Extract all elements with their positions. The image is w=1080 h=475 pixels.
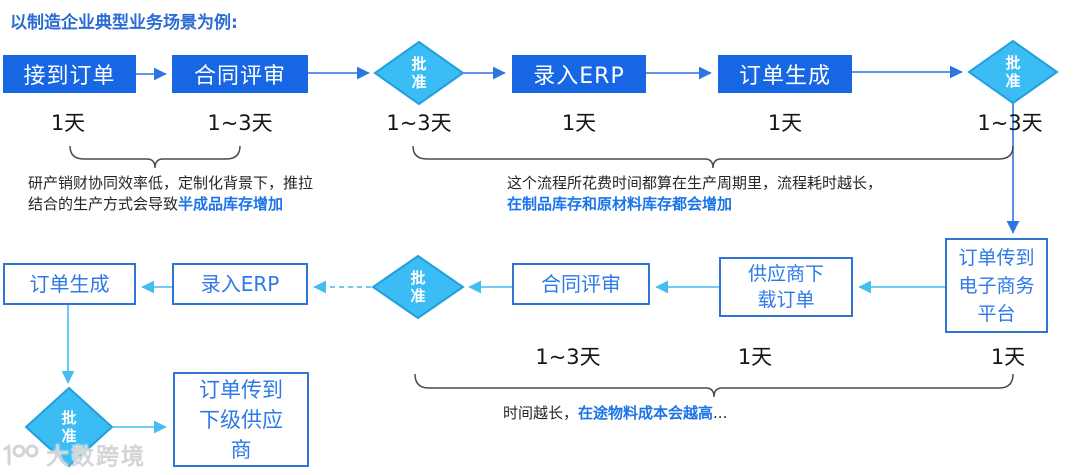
note-right-line1: 这个流程所花费时间都算在生产周期里，流程耗时越长， [507,174,883,192]
brace-row1-left [69,145,241,169]
time-approve1: 1~3天 [386,111,452,135]
time-enter-erp: 1天 [561,111,597,135]
note-left-line1: 研产销财协同效率低，定制化背景下，推拉 [28,174,314,192]
box-enter-erp-2: 录入ERP [172,263,308,305]
box-contract-review-2: 合同评审 [512,263,650,305]
brand-logo-icon [3,444,39,466]
box-order-to-platform: 订单传到电子商务平台 [945,238,1048,333]
time-approve2: 1~3天 [977,111,1043,135]
note-left: 研产销财协同效率低，定制化背景下，推拉 结合的生产方式会导致半成品库存增加 [28,173,368,215]
approve-diamond-3-label: 批准 [410,269,426,305]
time-contract-review-2: 1~3天 [535,345,601,369]
approve-diamond-4 [24,386,114,468]
box-order-to-sub-supplier: 订单传到下级供应商 [173,372,309,467]
box-receive-order: 接到订单 [3,55,136,93]
time-order-created: 1天 [767,111,803,135]
brace-row1-right [412,145,1014,169]
approve-diamond-3 [371,254,465,320]
box-enter-erp: 录入ERP [512,55,646,93]
box-contract-review: 合同评审 [172,55,308,93]
page-title: 以制造企业典型业务场景为例: [10,13,238,33]
approve-diamond-2-label: 批准 [1005,54,1021,90]
approve-diamond-1 [373,40,465,106]
time-receive-order: 1天 [50,111,86,135]
note-left-highlight: 半成品库存增加 [178,195,284,213]
note-bottom-highlight: 在途物料成本会越高 [578,404,714,422]
box-order-created-2: 订单生成 [3,263,136,305]
time-order-to-platform: 1天 [990,345,1026,369]
watermark: 大数跨境 [2,437,146,471]
brace-row2 [414,373,1014,398]
box-order-created: 订单生成 [718,55,852,93]
note-left-line2: 结合的生产方式会导致半成品库存增加 [28,195,284,213]
time-supplier-download: 1天 [737,345,773,369]
watermark-text: 大数跨境 [46,444,146,470]
time-contract-review: 1~3天 [207,111,273,135]
note-bottom: 时间越长，在途物料成本会越高... [503,404,728,422]
approve-diamond-4-label: 批准 [61,409,77,445]
box-supplier-download: 供应商下载订单 [719,257,853,317]
approve-diamond-2 [967,39,1059,105]
note-right-highlight: 在制品库存和原材料库存都会增加 [507,195,733,213]
note-right: 这个流程所花费时间都算在生产周期里，流程耗时越长， 在制品库存和原材料库存都会增… [507,173,987,215]
approve-diamond-1-label: 批准 [411,55,427,91]
